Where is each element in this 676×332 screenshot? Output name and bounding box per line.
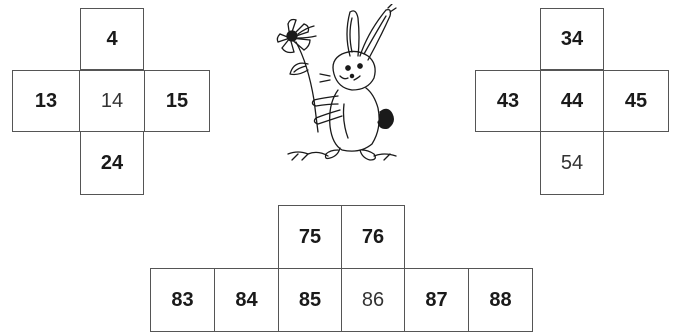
cross-right-center-cell: 44 — [540, 70, 604, 132]
grid-top-cell-1: 75 — [278, 205, 342, 269]
cross-right-top-cell: 34 — [540, 8, 604, 70]
cross-left-top-cell: 4 — [80, 8, 144, 70]
grid-bottom-cell-4: 86 — [341, 268, 405, 332]
grid-bottom-cell-3: 85 — [278, 268, 342, 332]
grid-bottom-cell-2: 84 — [214, 268, 279, 332]
flower-icon — [277, 20, 318, 133]
rabbit-holding-flower-icon — [268, 4, 416, 166]
grid-bottom-cell-1: 83 — [150, 268, 215, 332]
cross-right-bottom-cell: 54 — [540, 131, 604, 195]
cross-left-right-cell: 15 — [144, 70, 210, 132]
cross-right-left-cell: 43 — [475, 70, 541, 132]
grid-bottom-cell-5: 87 — [404, 268, 469, 332]
grid-top-cell-2: 76 — [341, 205, 405, 269]
cross-left-left-cell: 13 — [12, 70, 80, 132]
cross-left-center-cell: 14 — [79, 70, 145, 132]
grid-bottom-cell-6: 88 — [468, 268, 533, 332]
cross-left-bottom-cell: 24 — [80, 131, 144, 195]
cross-right-right-cell: 45 — [603, 70, 669, 132]
